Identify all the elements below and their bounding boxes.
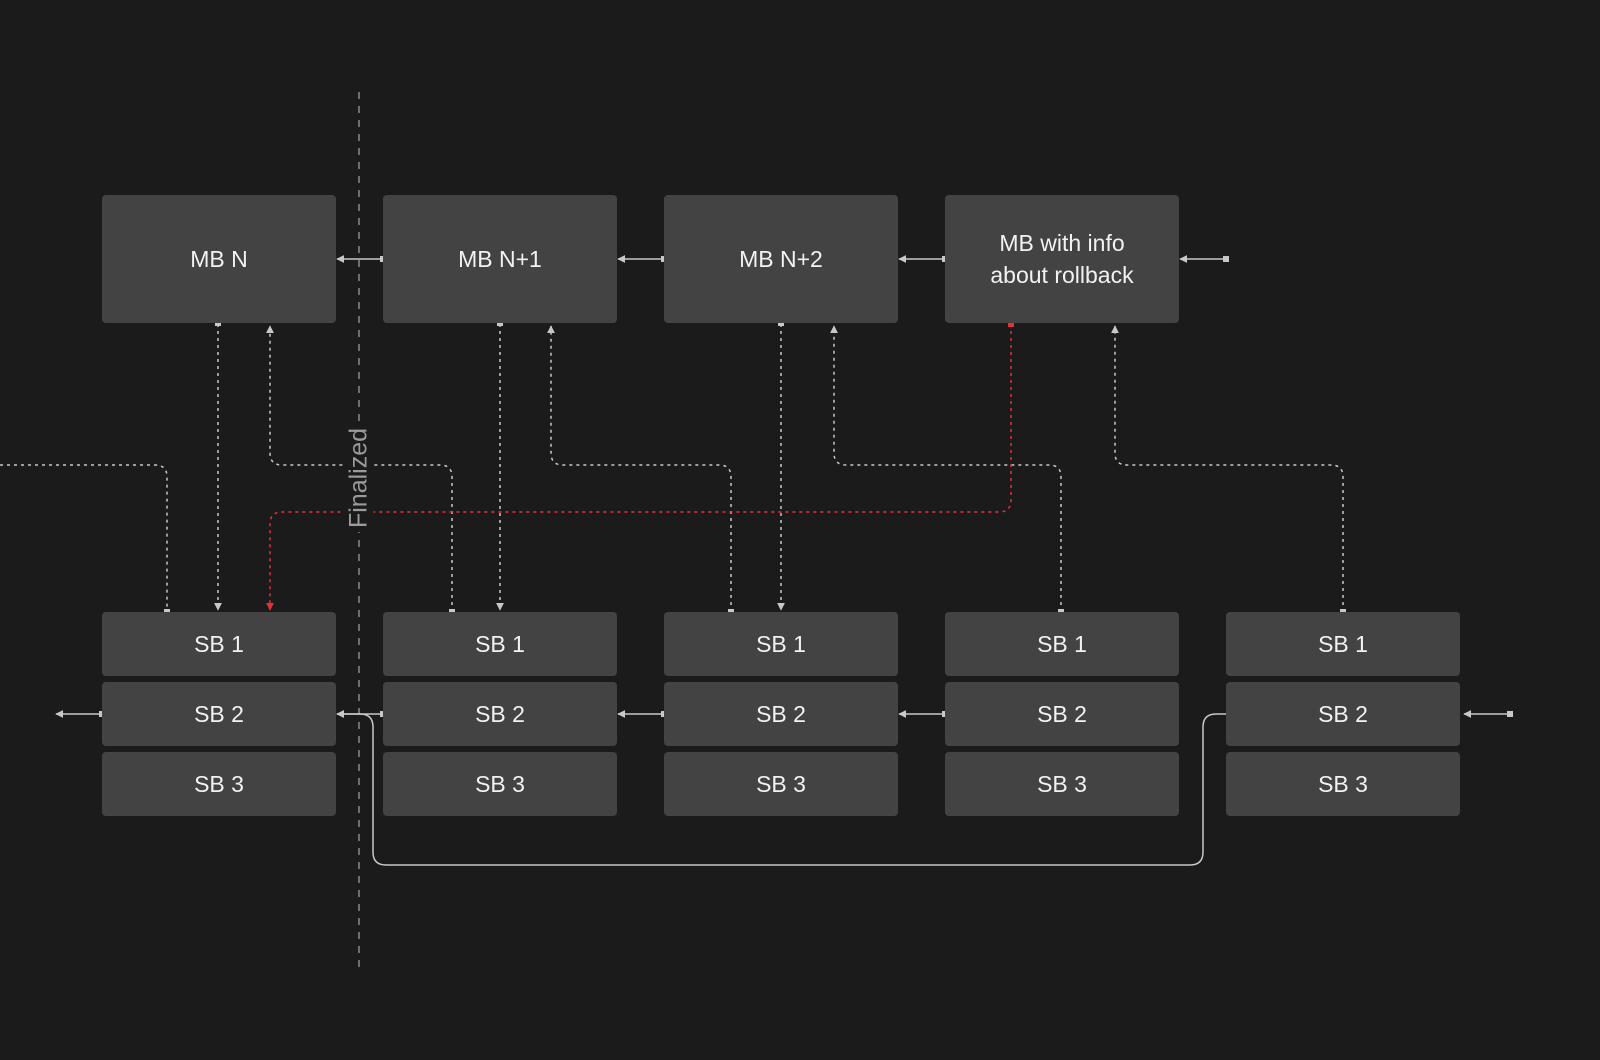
shard-block-label: SB 3 [756,770,806,797]
master-block-n-plus-1: MB N+1 [383,195,617,323]
master-block-n-plus-2: MB N+2 [664,195,898,323]
shard-block-sb3: SB 3 [945,752,1179,816]
shard-block-label: SB 2 [475,700,525,727]
shard-block-label: SB 2 [1037,700,1087,727]
master-block-label: MB N+2 [739,246,823,272]
shard-block-sb2: SB 2 [664,682,898,746]
shard-block-sb1: SB 1 [664,612,898,676]
finalized-label: Finalized [344,423,374,533]
shard-block-sb1: SB 1 [1226,612,1460,676]
shard-block-label: SB 1 [1318,630,1368,657]
shard-block-label: SB 1 [756,630,806,657]
shard-block-sb2: SB 2 [945,682,1179,746]
shard-block-sb1: SB 1 [102,612,336,676]
shard-block-label: SB 2 [194,700,244,727]
shard-block-label: SB 2 [1318,700,1368,727]
shard-block-sb3: SB 3 [102,752,336,816]
master-block-label: MB with info about rollback [990,230,1134,288]
sb3-to-mb2 [830,325,1062,612]
shard-block-sb2: SB 2 [1226,682,1460,746]
shard-block-label: SB 3 [1037,770,1087,797]
shard-block-sb3: SB 3 [664,752,898,816]
sb2-to-mb1 [547,325,732,612]
sb4-to-mb3 [1111,325,1344,612]
shard-block-sb2: SB 2 [102,682,336,746]
shard-block-sb1: SB 1 [945,612,1179,676]
shard-block-label: SB 1 [194,630,244,657]
shard-block-sb3: SB 3 [1226,752,1460,816]
master-block-label: MB N [190,246,248,272]
shard-block-sb1: SB 1 [383,612,617,676]
shard-block-label: SB 1 [475,630,525,657]
shard-block-sb3: SB 3 [383,752,617,816]
prev-sb-to-mb [0,464,168,612]
reference-links [0,324,1344,612]
fork-link-sb4-to-sb0 [336,710,1226,866]
reference-endpoints [164,320,1346,615]
rollback-link [266,324,1012,611]
shard-block-sb2: SB 2 [383,682,617,746]
master-block-rollback: MB with info about rollback [945,195,1179,323]
shard-block-label: SB 3 [1318,770,1368,797]
rollback-endpoint [1008,320,1014,327]
shard-block-label: SB 3 [475,770,525,797]
shard-block-label: SB 2 [756,700,806,727]
master-block-label: MB N+1 [458,246,542,272]
shard-block-label: SB 3 [194,770,244,797]
master-block-n: MB N [102,195,336,323]
shard-block-label: SB 1 [1037,630,1087,657]
